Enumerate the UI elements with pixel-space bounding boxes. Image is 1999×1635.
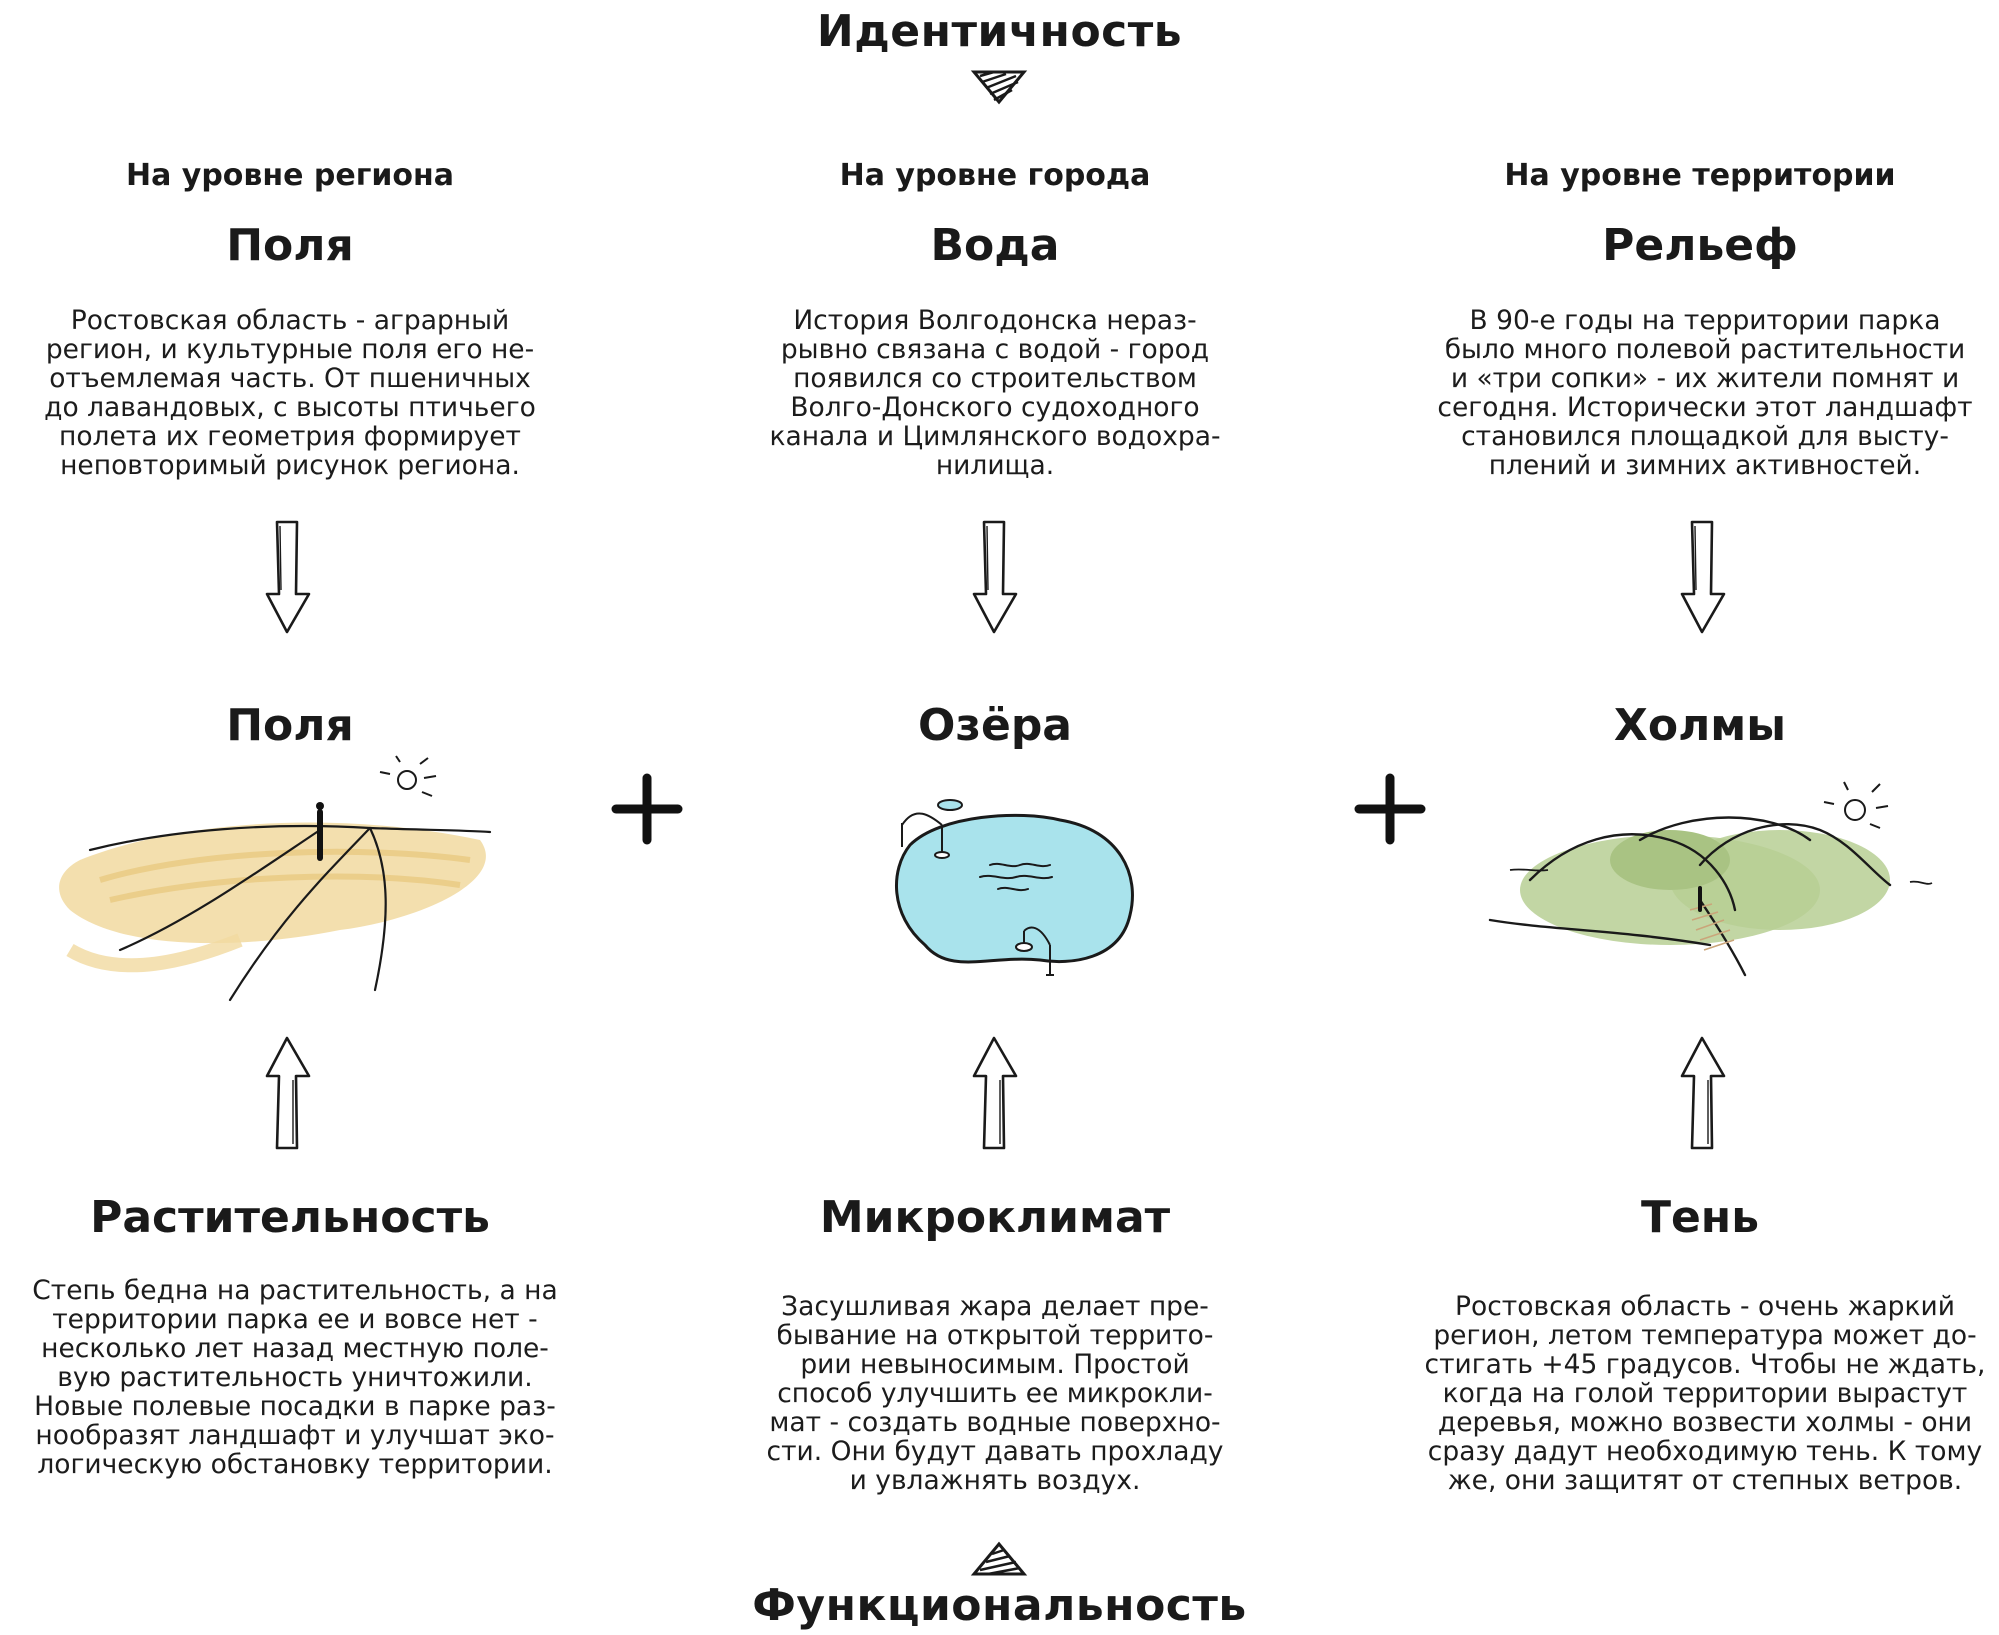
shade-description: Ростовская область - очень жаркий регион…	[1424, 1291, 1986, 1496]
hills-green-wash	[1520, 830, 1890, 945]
middle-title-hills: Холмы	[1613, 700, 1787, 751]
level-label-region: На уровне региона	[125, 158, 455, 193]
diagram-title-identity: Идентичность	[816, 6, 1183, 57]
sun-icon	[1823, 781, 1889, 829]
up-arrow-icon	[1680, 1036, 1726, 1150]
hatched-triangle-up-icon	[970, 1541, 1028, 1576]
city-description: История Волгодонска нераз- рывно связана…	[769, 305, 1221, 481]
middle-title-lakes: Озёра	[918, 700, 1072, 751]
down-arrow-icon	[972, 520, 1018, 634]
plus-icon	[611, 773, 683, 845]
middle-title-fields: Поля	[226, 700, 354, 751]
fisher-top	[901, 799, 963, 859]
sun-icon	[379, 755, 437, 797]
person-figure	[316, 802, 324, 861]
bottom-title-vegetation: Растительность	[90, 1192, 490, 1243]
territory-description: В 90-е годы на территории парка было мно…	[1437, 305, 1973, 481]
region-description: Ростовская область - аграрный регион, и …	[44, 305, 536, 481]
lake-illustration	[895, 799, 1134, 976]
fisher-bottom	[1015, 926, 1054, 976]
column-title-water: Вода	[930, 220, 1060, 271]
down-arrow-icon	[1680, 520, 1726, 634]
down-arrow-icon	[265, 520, 311, 634]
field-yellow-wash	[59, 822, 486, 973]
column-title-relief: Рельеф	[1602, 220, 1798, 271]
up-arrow-icon	[972, 1036, 1018, 1150]
diagram-title-functionality: Функциональность	[752, 1580, 1247, 1631]
vegetation-description: Степь бедна на растительность, а на терр…	[32, 1275, 558, 1480]
up-arrow-icon	[265, 1036, 311, 1150]
bottom-title-microclimate: Микроклимат	[819, 1192, 1171, 1243]
field-illustration	[59, 755, 492, 1002]
hills-illustration	[1488, 781, 1933, 977]
plus-icon	[1354, 773, 1426, 845]
level-label-territory: На уровне территории	[1504, 158, 1896, 193]
microclimate-description: Засушливая жара делает пре- бывание на о…	[766, 1291, 1224, 1496]
column-title-fields: Поля	[226, 220, 354, 271]
level-label-city: На уровне города	[839, 158, 1151, 193]
bottom-title-shade: Тень	[1640, 1192, 1760, 1243]
hatched-triangle-down-icon	[970, 70, 1028, 105]
